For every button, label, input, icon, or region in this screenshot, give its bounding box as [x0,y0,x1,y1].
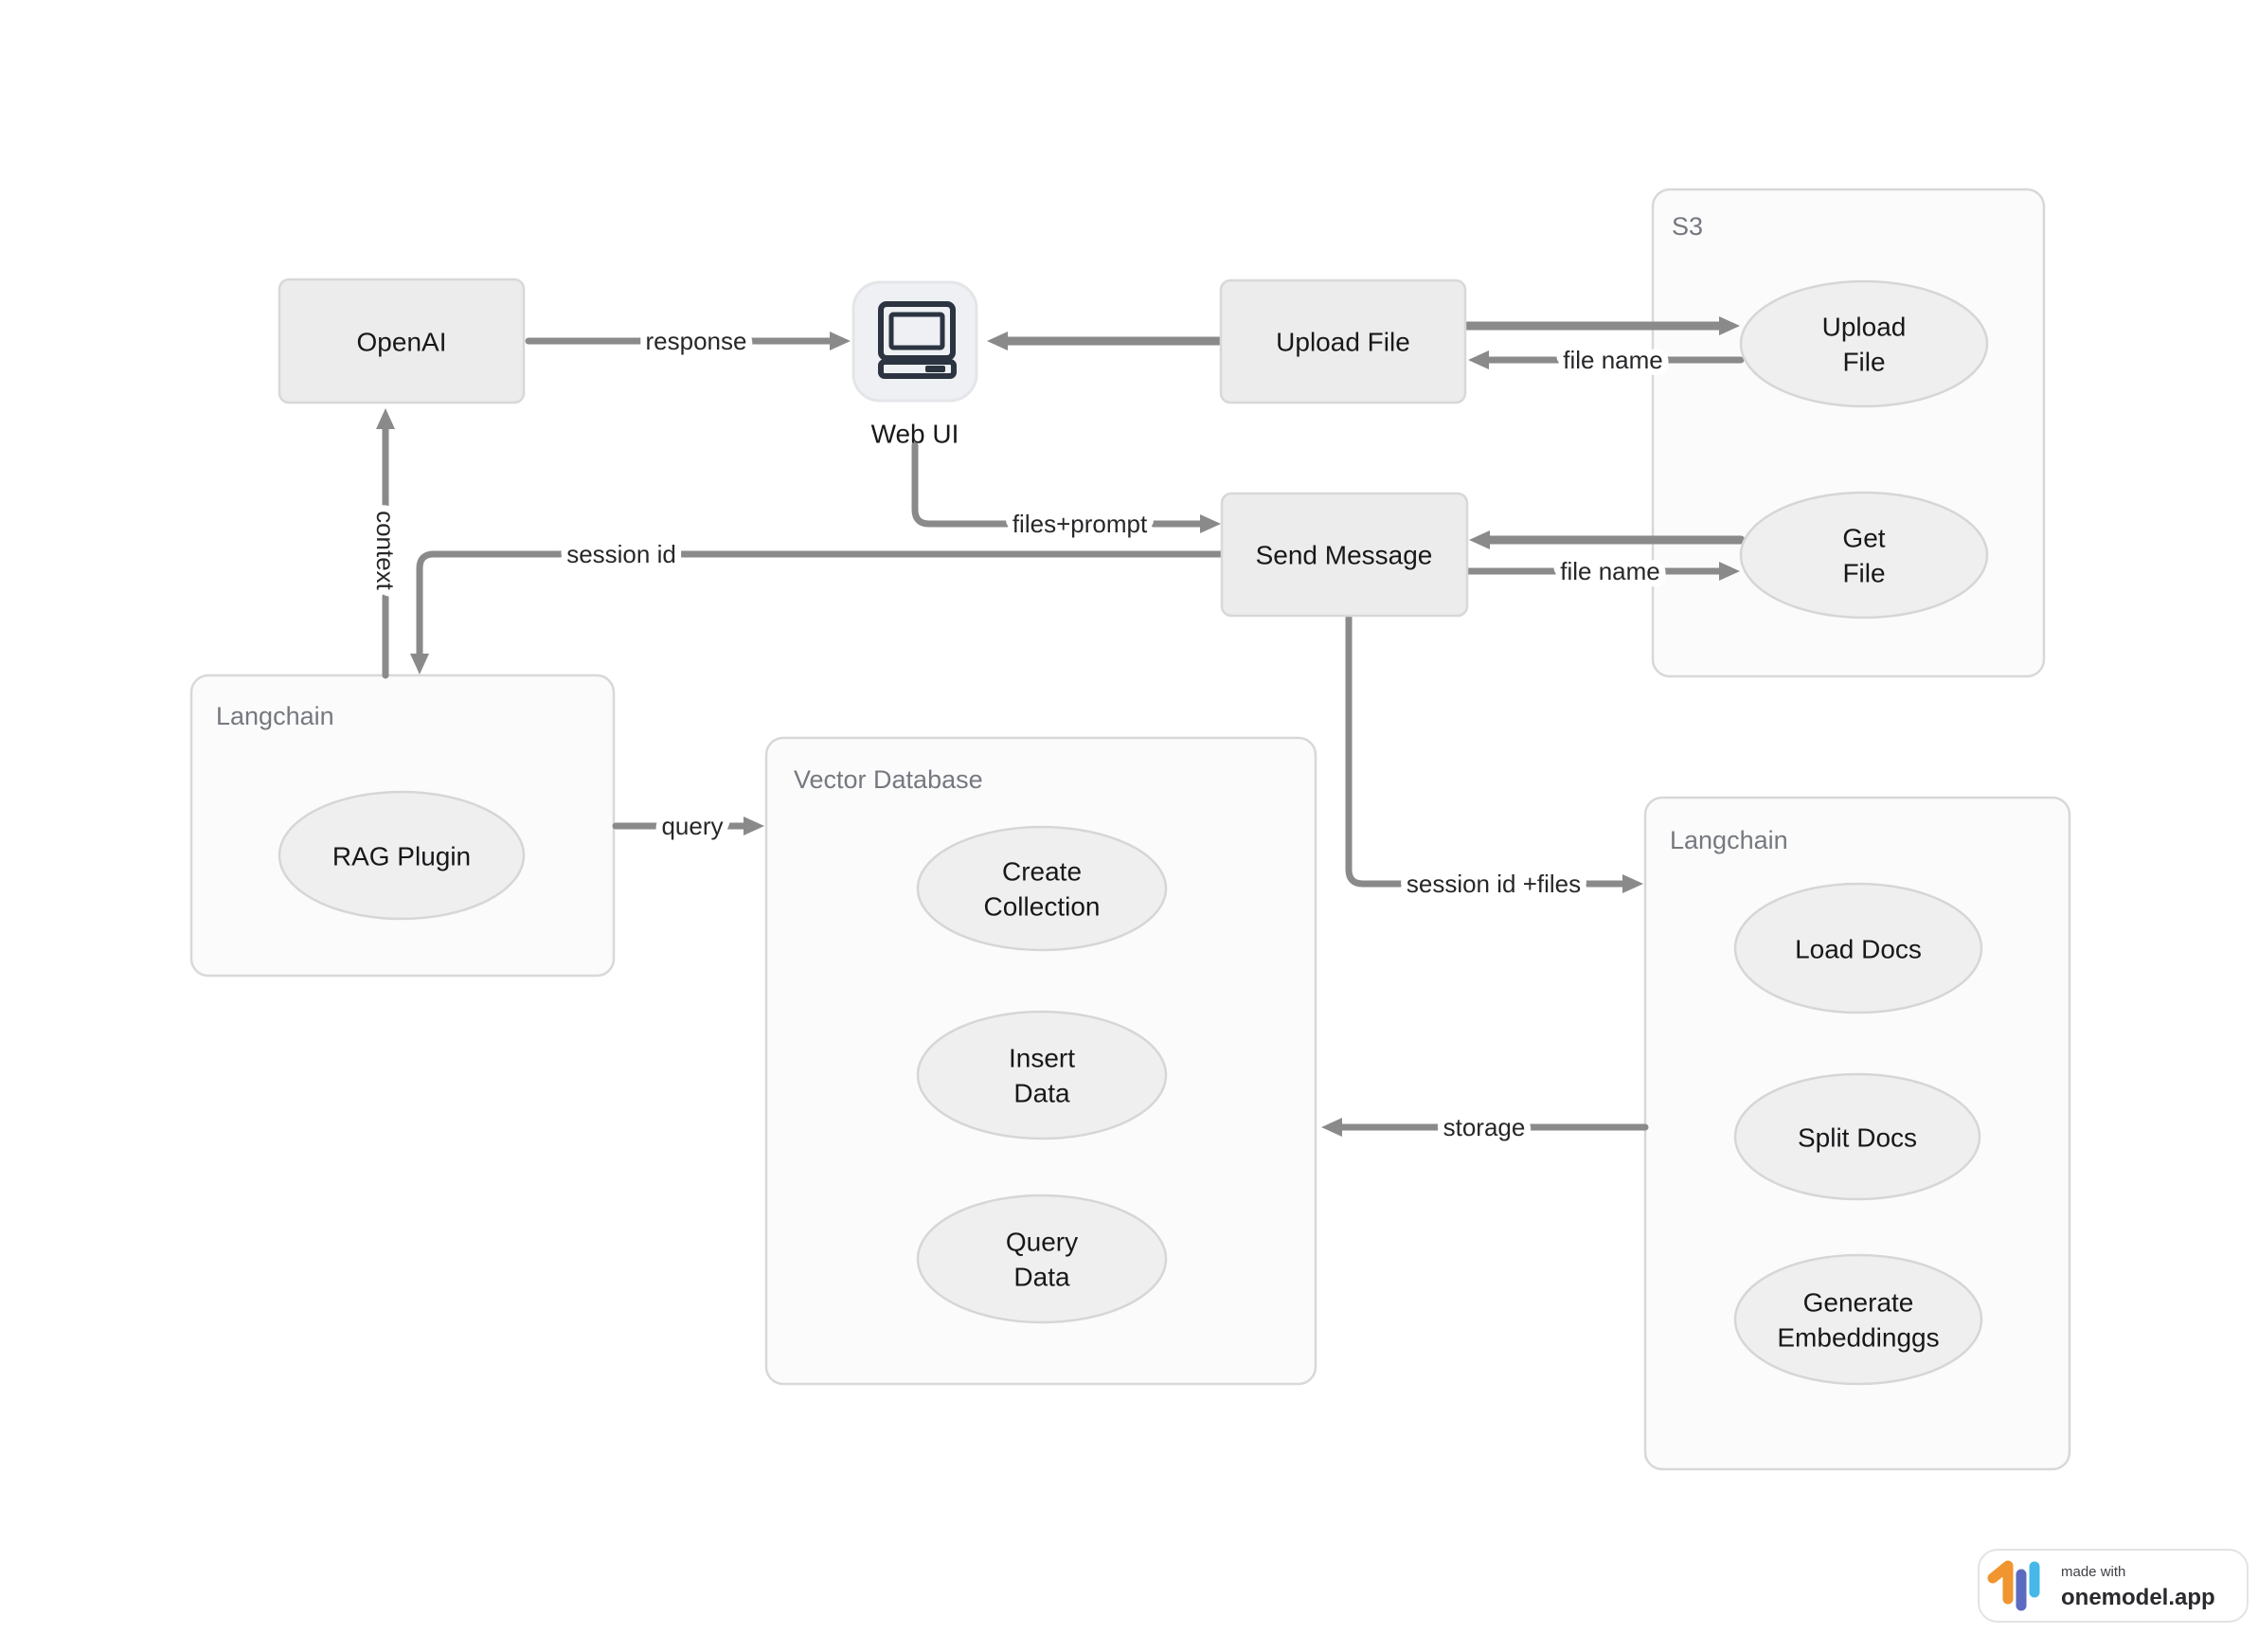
insert-data-ellipse[interactable]: Insert Data [916,1010,1168,1140]
s3-upload-file-label-line2: File [1842,348,1885,377]
generate-embeddings-label-line1: Generate [1803,1288,1914,1318]
generate-embeddings-ellipse[interactable]: Generate Embeddinggs [1733,1253,1983,1386]
split-docs-label: Split Docs [1798,1123,1917,1153]
edge-label-files-prompt: files+prompt [1013,510,1148,538]
langchain-right-label: Langchain [1670,826,1788,854]
send-message-node-label: Send Message [1256,541,1433,570]
create-collection-label-line1: Create [1002,857,1082,887]
edge-session-id-files [1345,612,1643,893]
create-collection-label-line2: Collection [984,892,1101,922]
edge-label-context: context [371,511,400,591]
onemodel-logo-icon [1987,1560,2040,1611]
edge-session-id [410,550,1226,674]
edge-files-prompt [911,441,1221,533]
web-ui-node[interactable]: Web UI [851,280,978,449]
send-message-node[interactable]: Send Message [1220,492,1469,618]
edge-label-file-name-get: file name [1560,557,1660,585]
load-docs-label: Load Docs [1795,935,1922,964]
s3-upload-file-ellipse[interactable]: Upload File [1739,279,1989,408]
s3-container-label: S3 [1672,212,1703,241]
query-data-label-line1: Query [1006,1228,1078,1257]
s3-get-file-ellipse[interactable]: Get File [1739,491,1989,620]
s3-get-file-label-line2: File [1842,559,1885,588]
web-ui-node-label: Web UI [871,420,959,449]
langchain-left-label: Langchain [216,702,334,730]
edge-label-storage: storage [1443,1113,1526,1141]
badge-made-with-text: made with [2061,1564,2125,1580]
edge-label-response: response [646,327,747,355]
edge-label-session-id: session id [566,540,676,568]
rag-plugin-ellipse[interactable]: RAG Plugin [278,790,526,921]
badge-brand-text: onemodel.app [2061,1585,2215,1610]
edge-label-query: query [661,812,723,840]
edge-label-file-name-upload: file name [1563,346,1663,374]
s3-upload-file-label-line1: Upload [1822,313,1907,342]
rag-plugin-label: RAG Plugin [332,842,471,871]
vector-database-label: Vector Database [794,765,983,794]
edge-label-session-id-files: session id +files [1407,870,1581,898]
openai-node-label: OpenAI [357,328,447,357]
openai-node[interactable]: OpenAI [278,278,526,404]
s3-get-file-label-line1: Get [1842,524,1885,553]
create-collection-ellipse[interactable]: Create Collection [916,825,1168,952]
insert-data-label-line1: Insert [1009,1044,1075,1073]
query-data-ellipse[interactable]: Query Data [916,1194,1168,1324]
upload-file-node[interactable]: Upload File [1219,278,1467,404]
upload-file-node-label: Upload File [1276,328,1410,357]
generate-embeddings-label-line2: Embeddinggs [1777,1323,1939,1353]
onemodel-badge[interactable]: made with onemodel.app [1978,1549,2249,1623]
computer-icon [878,301,957,379]
split-docs-ellipse[interactable]: Split Docs [1733,1072,1981,1201]
load-docs-ellipse[interactable]: Load Docs [1733,882,1983,1015]
insert-data-label-line2: Data [1013,1079,1070,1108]
query-data-label-line2: Data [1013,1263,1070,1292]
